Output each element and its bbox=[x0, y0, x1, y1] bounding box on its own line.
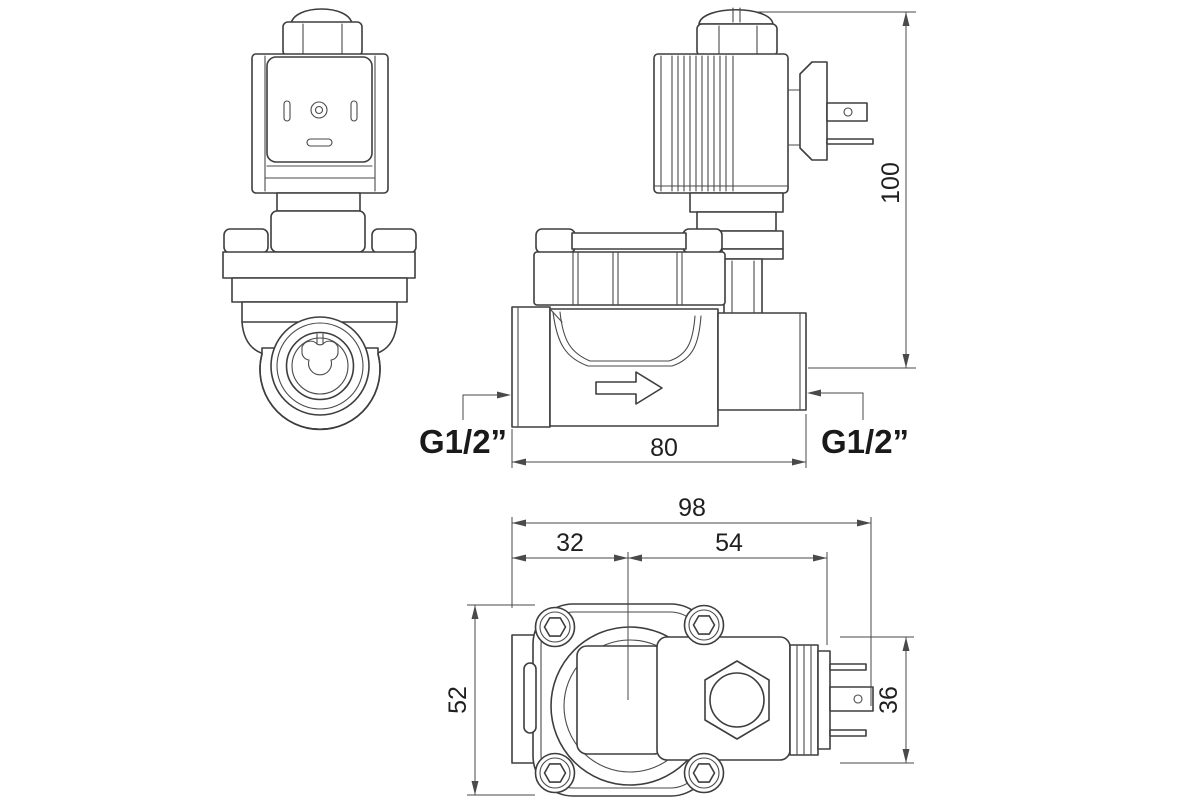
dim-coil-section: 54 bbox=[628, 529, 828, 645]
flange-bolt-top-right bbox=[683, 604, 725, 646]
pin-top-2 bbox=[829, 729, 867, 737]
bonnet-ribs bbox=[572, 252, 683, 305]
front-view bbox=[222, 8, 417, 431]
dim-text-36: 36 bbox=[875, 686, 903, 714]
dimensions-side-view: 100 80 G1/2” G1/2” bbox=[419, 11, 916, 468]
terminal-slot-right bbox=[350, 100, 358, 122]
gland-hex-top bbox=[704, 660, 770, 740]
flange-bolt-bottom-right bbox=[683, 752, 725, 794]
pin-top-1 bbox=[829, 663, 867, 671]
dimensions-top-view: 98 32 54 52 bbox=[444, 494, 914, 796]
pin-terminal-side bbox=[826, 138, 874, 145]
side-port-bump bbox=[523, 662, 537, 734]
flange-bolt-bottom-left bbox=[534, 752, 576, 794]
dim-body-length: 80 bbox=[511, 414, 807, 468]
outlet-thread-callout: G1/2” bbox=[807, 389, 909, 460]
armature-box-top bbox=[576, 645, 665, 755]
dim-overall-length: 98 bbox=[511, 494, 872, 706]
dim-text-100: 100 bbox=[877, 162, 905, 204]
dim-port-center-offset: 32 bbox=[512, 529, 629, 700]
armature-nut-front bbox=[270, 210, 366, 253]
coil-neck-front bbox=[276, 192, 361, 212]
coil-body-side bbox=[653, 53, 789, 194]
spade-terminal-side bbox=[826, 102, 868, 122]
gland-bore-top bbox=[709, 672, 765, 728]
port-ring-inner bbox=[285, 331, 355, 401]
coil-neck-side bbox=[689, 192, 784, 213]
body-flange-front bbox=[222, 251, 416, 279]
dim-text-80: 80 bbox=[650, 434, 678, 462]
din-connector-side bbox=[799, 61, 828, 161]
bracket-foot bbox=[721, 248, 784, 260]
flow-direction-arrow bbox=[595, 371, 663, 405]
spade-terminal-top bbox=[829, 686, 874, 712]
ground-slot bbox=[306, 138, 333, 147]
dim-body-width: 52 bbox=[444, 604, 535, 796]
gland-dome-side bbox=[698, 9, 774, 25]
gland-hex-side bbox=[696, 23, 778, 57]
dim-coil-width: 36 bbox=[840, 636, 914, 764]
dim-text-54: 54 bbox=[715, 529, 743, 557]
bonnet-screw-left bbox=[535, 228, 576, 254]
side-view bbox=[511, 7, 874, 428]
flange-bolt-top-left bbox=[534, 606, 576, 648]
bracket-column bbox=[723, 258, 763, 315]
inlet-thread-label: G1/2” bbox=[419, 423, 507, 460]
inlet-thread-callout: G1/2” bbox=[419, 391, 511, 460]
body-boss-right bbox=[371, 228, 417, 254]
dim-text-32: 32 bbox=[556, 529, 584, 557]
bonnet-plate bbox=[571, 232, 687, 250]
connector-top bbox=[817, 650, 831, 750]
terminal-slot-left bbox=[283, 100, 291, 122]
coil-neck2-side bbox=[696, 211, 777, 232]
body-boss-left bbox=[223, 228, 269, 254]
dim-text-52: 52 bbox=[444, 686, 472, 714]
dim-text-98: 98 bbox=[678, 494, 706, 522]
coil-fins bbox=[671, 55, 727, 192]
body-center bbox=[549, 308, 719, 427]
body-mid-front bbox=[231, 277, 408, 303]
outlet-thread-label: G1/2” bbox=[821, 423, 909, 460]
bonnet-body bbox=[533, 251, 726, 306]
dim-overall-height: 100 bbox=[757, 11, 916, 369]
top-view bbox=[511, 603, 874, 797]
gland-hex-nut bbox=[282, 21, 363, 57]
outlet-port bbox=[717, 312, 807, 411]
bonnet-screw-right bbox=[682, 228, 723, 254]
connector-screw bbox=[310, 101, 328, 119]
